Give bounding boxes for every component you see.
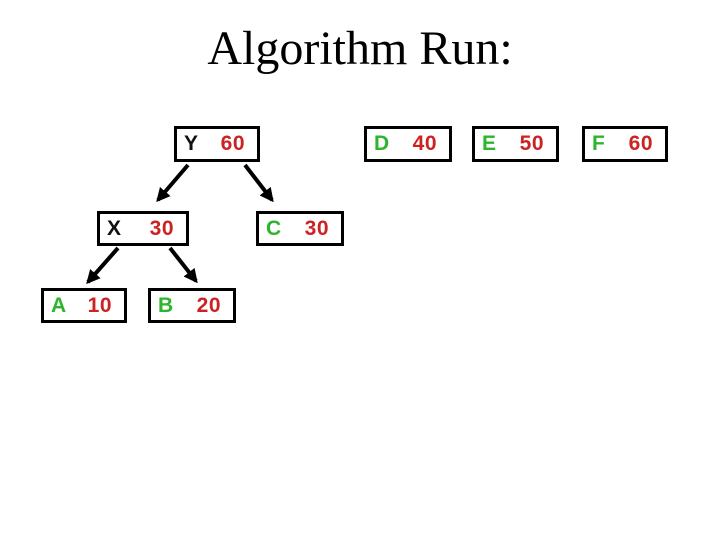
- node-value: 60: [220, 132, 245, 155]
- node-value: 30: [304, 216, 329, 240]
- node-value: 40: [412, 132, 437, 155]
- edge-x-a-arrow: [86, 246, 120, 285]
- node-value: 30: [149, 216, 174, 240]
- node-value: 20: [196, 293, 221, 317]
- tree-node-d: D 40: [364, 126, 452, 162]
- tree-node-x: X 30: [97, 211, 189, 246]
- node-label: X: [107, 216, 122, 240]
- node-label: F: [592, 132, 606, 155]
- node-label: C: [266, 216, 282, 240]
- node-value: 10: [87, 293, 112, 317]
- edge-x-b-arrow: [168, 246, 198, 284]
- tree-node-y: Y 60: [174, 126, 260, 162]
- node-label: D: [374, 132, 390, 155]
- edge-y-x-arrow: [156, 163, 190, 203]
- tree-node-e: E 50: [472, 126, 559, 162]
- node-label: A: [51, 293, 67, 317]
- tree-node-f: F 60: [582, 126, 668, 162]
- edge-y-c-arrow: [243, 163, 274, 203]
- node-value: 60: [628, 132, 653, 155]
- node-label: Y: [184, 132, 199, 155]
- node-label: B: [158, 293, 174, 317]
- slide-title: Algorithm Run:: [207, 22, 513, 75]
- node-label: E: [482, 132, 497, 155]
- tree-node-a: A 10: [41, 288, 127, 323]
- tree-node-c: C 30: [256, 211, 344, 246]
- node-value: 50: [519, 132, 544, 155]
- tree-node-b: B 20: [148, 288, 236, 323]
